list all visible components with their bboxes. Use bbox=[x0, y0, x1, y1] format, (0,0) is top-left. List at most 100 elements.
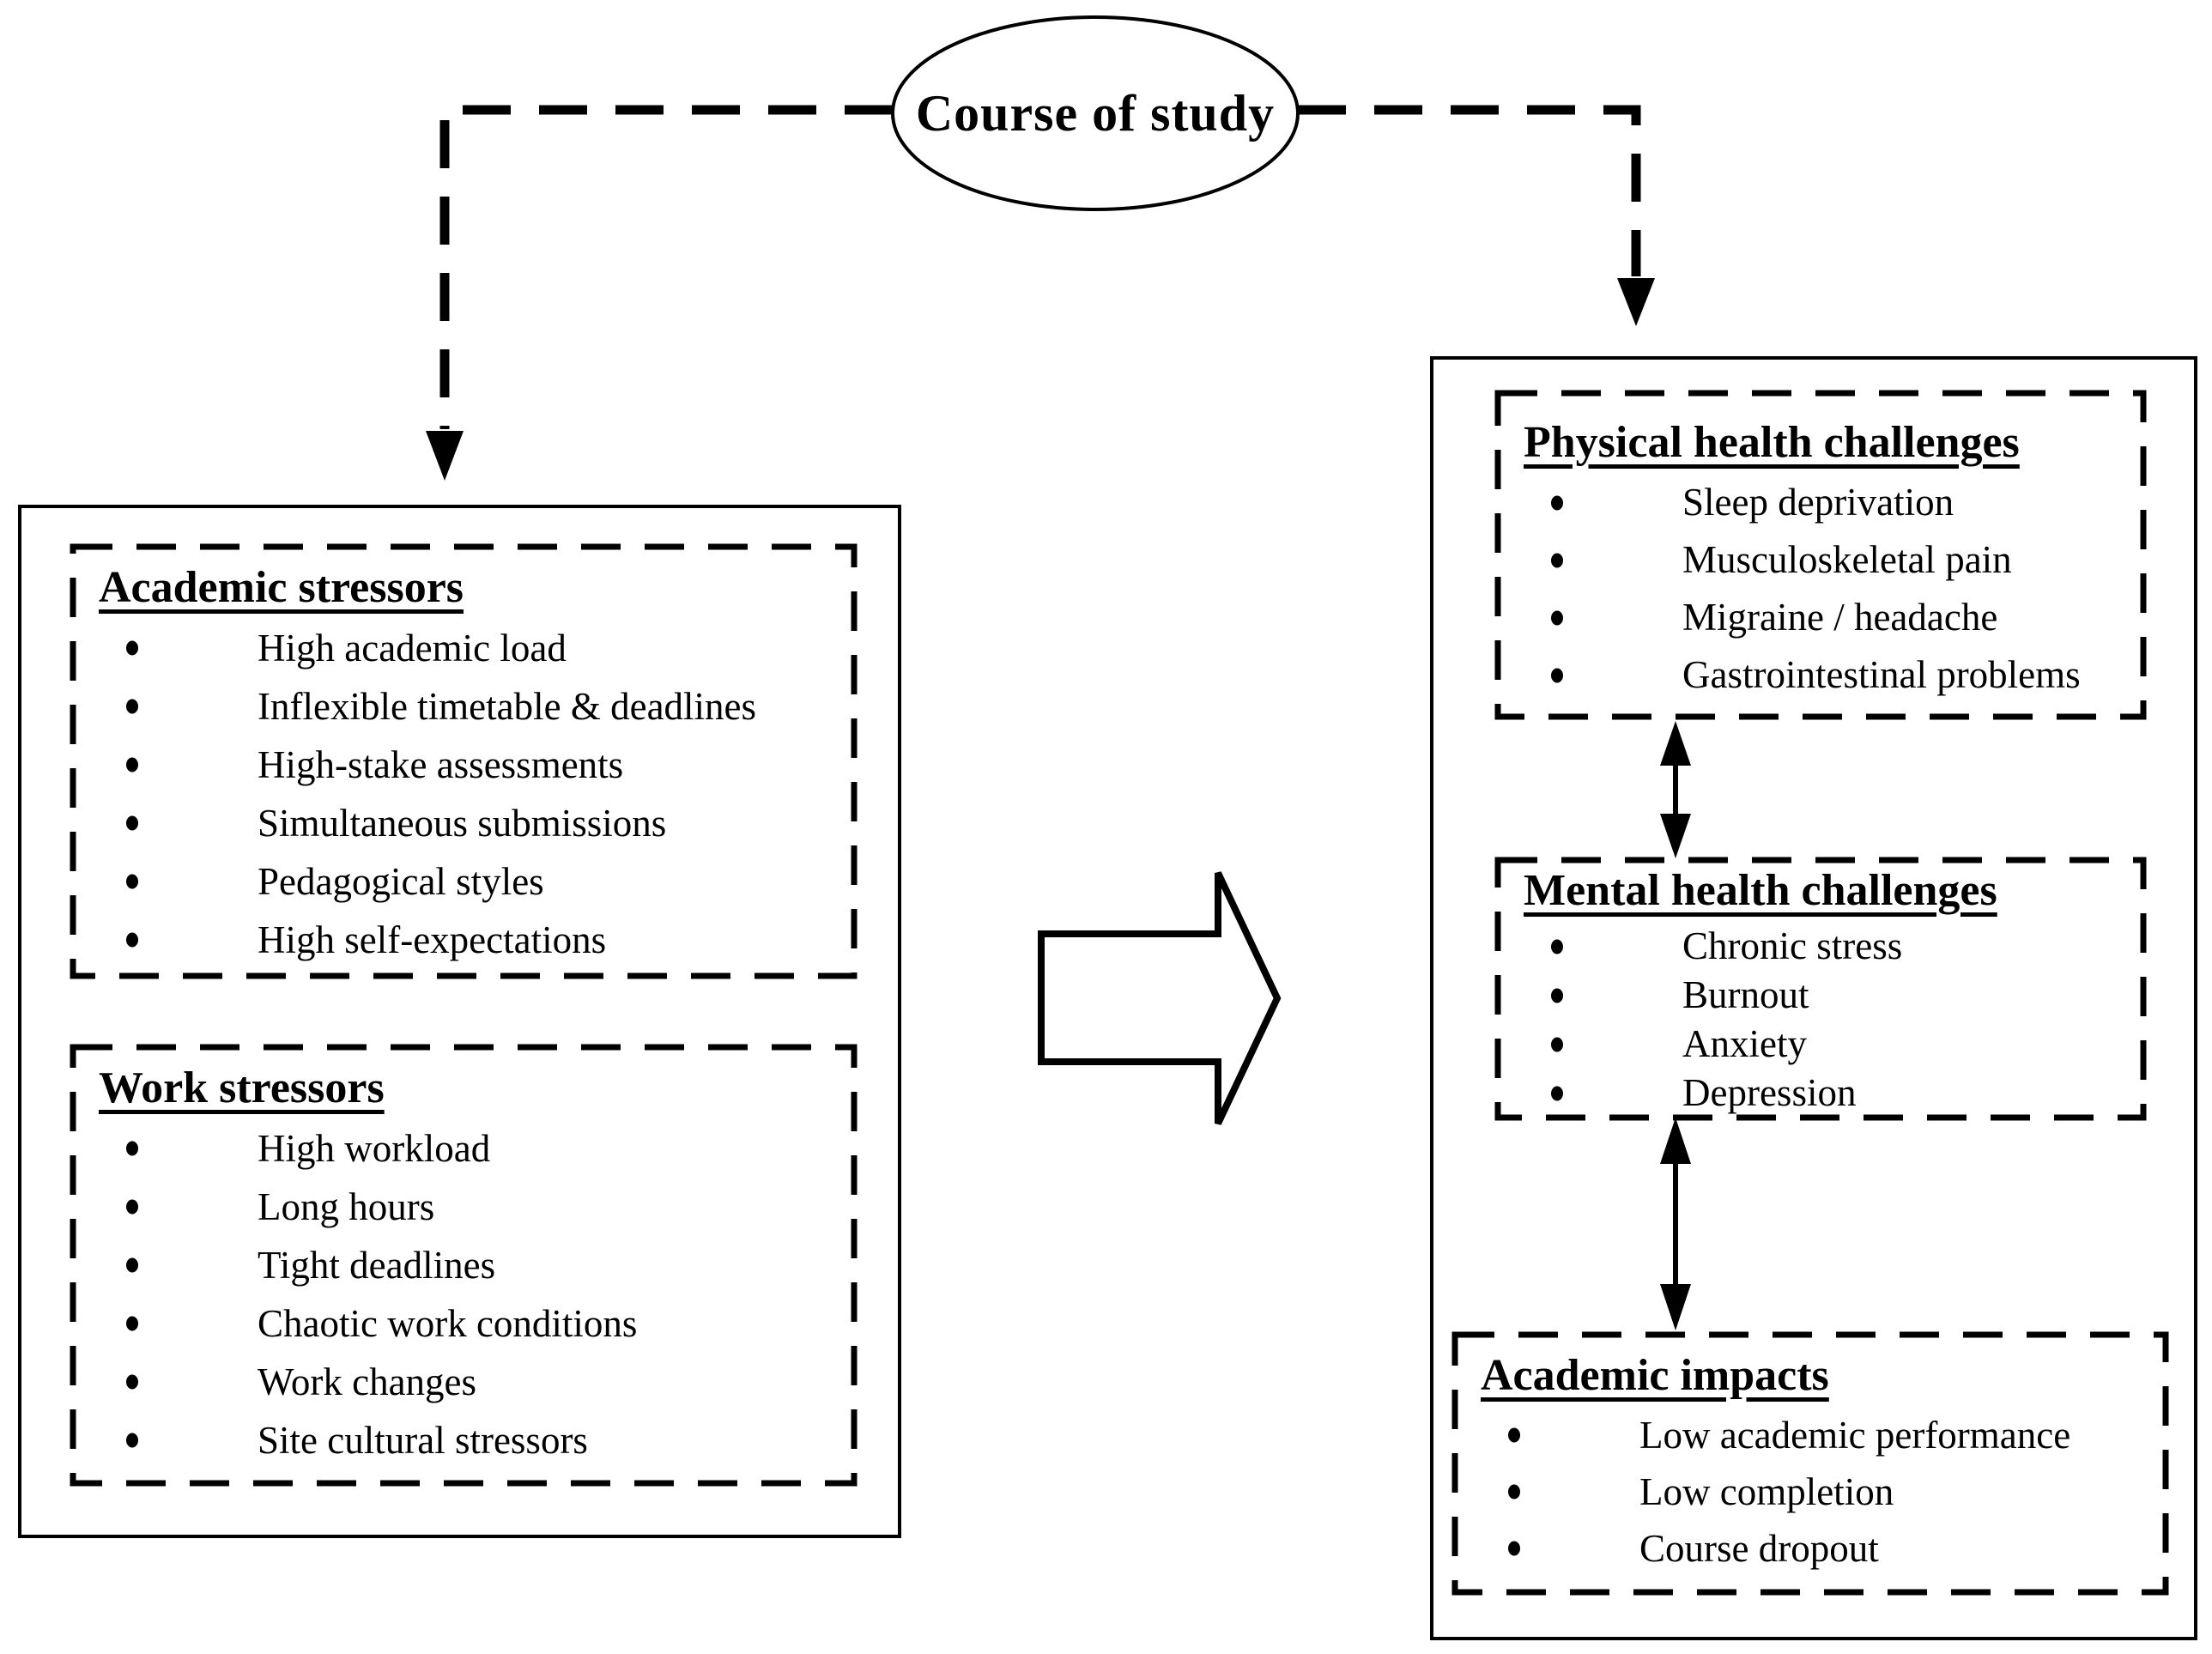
bullet-icon bbox=[126, 757, 138, 772]
double-arrow-icon bbox=[1660, 721, 1691, 858]
list-item-label: Work changes bbox=[258, 1360, 477, 1403]
list-item: Inflexible timetable & deadlines bbox=[73, 677, 854, 736]
down-arrowhead-icon bbox=[1617, 278, 1655, 326]
work-stressors-box: Work stressors High workload Long hours … bbox=[73, 1047, 854, 1469]
bullet-icon bbox=[1551, 1037, 1563, 1051]
list-item-label: Low academic performance bbox=[1639, 1413, 2071, 1457]
list-item-label: High academic load bbox=[258, 626, 567, 669]
list-item: Anxiety bbox=[1498, 1020, 2143, 1069]
list-item: High self-expectations bbox=[73, 911, 854, 969]
list-item-label: Chaotic work conditions bbox=[258, 1301, 638, 1345]
mental-health-heading: Mental health challenges bbox=[1524, 866, 1997, 915]
bullet-icon bbox=[1551, 988, 1563, 1003]
list-item-label: High self-expectations bbox=[258, 918, 607, 961]
bullet-icon bbox=[126, 815, 138, 831]
list-item-label: Low completion bbox=[1639, 1469, 1894, 1513]
list-item-label: Burnout bbox=[1682, 973, 1809, 1016]
course-of-study-label: Course of study bbox=[915, 84, 1276, 142]
bullet-icon bbox=[1551, 939, 1563, 954]
list-item-label: Depression bbox=[1682, 1071, 1857, 1114]
bullet-icon bbox=[1551, 668, 1563, 682]
list-item: Depression bbox=[1498, 1069, 2143, 1118]
list-item: Pedagogical styles bbox=[73, 852, 854, 911]
academic-stressors-list: High academic load Inflexible timetable … bbox=[73, 619, 854, 969]
list-item: Simultaneous submissions bbox=[73, 794, 854, 852]
list-item: Burnout bbox=[1498, 971, 2143, 1020]
block-arrow-icon bbox=[1038, 871, 1282, 1125]
list-item: Long hours bbox=[73, 1178, 854, 1236]
course-of-study-ellipse bbox=[891, 15, 1300, 211]
list-item-label: Sleep deprivation bbox=[1682, 481, 1954, 524]
physical-health-list: Sleep deprivation Musculoskeletal pain M… bbox=[1498, 474, 2143, 704]
bullet-icon bbox=[1508, 1484, 1520, 1500]
list-item-label: Migraine / headache bbox=[1682, 596, 1998, 639]
bullet-icon bbox=[126, 874, 138, 889]
list-item: Site cultural stressors bbox=[73, 1411, 854, 1469]
academic-impacts-heading: Academic impacts bbox=[1481, 1351, 1829, 1400]
work-stressors-border bbox=[70, 1044, 858, 1487]
list-item-label: High workload bbox=[258, 1126, 491, 1170]
mental-health-border bbox=[1494, 857, 2147, 1121]
list-item: Gastrointestinal problems bbox=[1498, 646, 2143, 704]
list-item-label: Chronic stress bbox=[1682, 924, 1903, 967]
stressors-panel-border bbox=[18, 505, 901, 1538]
bullet-icon bbox=[126, 1141, 138, 1156]
bullet-icon bbox=[1551, 1086, 1563, 1100]
academic-impacts-border bbox=[1451, 1331, 2169, 1596]
list-item: Musculoskeletal pain bbox=[1498, 531, 2143, 589]
list-item: Work changes bbox=[73, 1353, 854, 1411]
list-item-label: Long hours bbox=[258, 1184, 435, 1228]
list-item-label: High-stake assessments bbox=[258, 742, 624, 786]
bullet-icon bbox=[1551, 610, 1563, 625]
bullet-icon bbox=[1508, 1541, 1520, 1556]
list-item-label: Course dropout bbox=[1639, 1526, 1879, 1570]
list-item-label: Musculoskeletal pain bbox=[1682, 538, 2012, 581]
bullet-icon bbox=[126, 932, 138, 948]
academic-stressors-box: Academic stressors High academic load In… bbox=[73, 547, 854, 969]
double-arrow-icon bbox=[1660, 1118, 1691, 1330]
work-stressors-list: High workload Long hours Tight deadlines… bbox=[73, 1119, 854, 1469]
list-item: Low completion bbox=[1455, 1463, 2166, 1520]
list-item: Course dropout bbox=[1455, 1520, 2166, 1577]
dashed-connector-left bbox=[439, 105, 893, 429]
dashed-connector-right bbox=[1298, 105, 1641, 276]
mental-health-box: Mental health challenges Chronic stress … bbox=[1498, 860, 2143, 1118]
list-item: Low academic performance bbox=[1455, 1407, 2166, 1463]
list-item: High academic load bbox=[73, 619, 854, 677]
physical-health-box: Physical health challenges Sleep depriva… bbox=[1498, 393, 2143, 704]
bullet-icon bbox=[126, 1199, 138, 1215]
bullet-icon bbox=[126, 1316, 138, 1331]
list-item-label: Site cultural stressors bbox=[258, 1418, 588, 1462]
work-stressors-heading: Work stressors bbox=[99, 1063, 385, 1112]
list-item: Migraine / headache bbox=[1498, 589, 2143, 646]
academic-impacts-box: Academic impacts Low academic performanc… bbox=[1455, 1335, 2166, 1577]
bullet-icon bbox=[1508, 1427, 1520, 1443]
list-item-label: Tight deadlines bbox=[258, 1243, 496, 1287]
list-item: Sleep deprivation bbox=[1498, 474, 2143, 531]
physical-health-heading: Physical health challenges bbox=[1524, 418, 2020, 467]
list-item: Chaotic work conditions bbox=[73, 1294, 854, 1353]
bullet-icon bbox=[126, 1433, 138, 1448]
bullet-icon bbox=[126, 640, 138, 656]
mental-health-list: Chronic stress Burnout Anxiety Depressio… bbox=[1498, 922, 2143, 1118]
academic-impacts-list: Low academic performance Low completion … bbox=[1455, 1407, 2166, 1577]
outcomes-panel-border bbox=[1430, 356, 2197, 1640]
list-item-label: Anxiety bbox=[1682, 1022, 1807, 1065]
bullet-icon bbox=[126, 1257, 138, 1273]
academic-stressors-heading: Academic stressors bbox=[99, 563, 464, 612]
list-item-label: Pedagogical styles bbox=[258, 859, 544, 903]
list-item-label: Inflexible timetable & deadlines bbox=[258, 684, 757, 728]
bullet-icon bbox=[126, 699, 138, 714]
academic-stressors-border bbox=[70, 543, 858, 979]
list-item-label: Gastrointestinal problems bbox=[1682, 653, 2081, 696]
list-item: Chronic stress bbox=[1498, 922, 2143, 971]
list-item-label: Simultaneous submissions bbox=[258, 801, 667, 845]
list-item: High-stake assessments bbox=[73, 736, 854, 794]
bullet-icon bbox=[1551, 553, 1563, 567]
bullet-icon bbox=[1551, 495, 1563, 510]
physical-health-border bbox=[1494, 390, 2147, 720]
list-item: High workload bbox=[73, 1119, 854, 1178]
down-arrowhead-icon bbox=[426, 431, 464, 481]
